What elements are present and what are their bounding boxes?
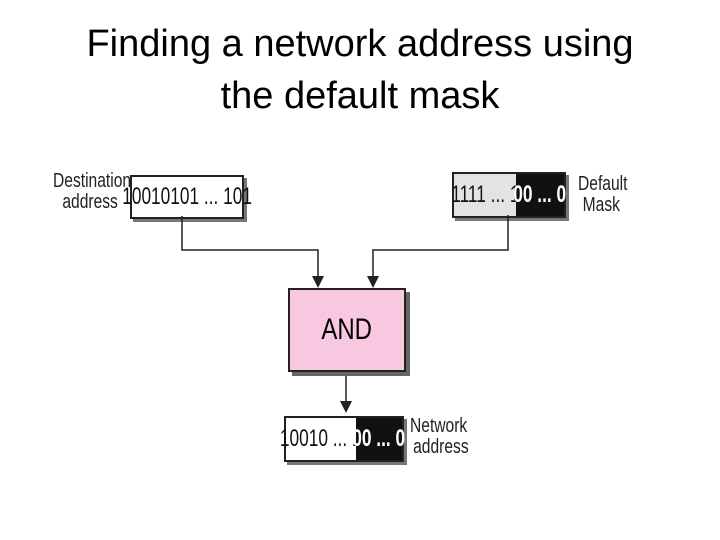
network-address-box: 10010 ... 1 00 ... 0 [280, 416, 405, 462]
network-label-line-2: address [413, 436, 469, 458]
default-mask-label: Default Mask [578, 174, 627, 216]
slide-title: Finding a network address using the defa… [0, 18, 720, 122]
mask-ones-segment: 1111 ... 1 [451, 174, 519, 216]
network-address-label: Network address [410, 416, 469, 458]
title-line-2: the default mask [220, 75, 500, 117]
destination-label: Destination address [53, 171, 131, 213]
destination-address-value: 10010101 ... 101 [122, 177, 252, 217]
destination-to-and-arrow [181, 216, 324, 288]
destination-label-line-1: Destination [53, 170, 132, 192]
and-operation-box: AND [288, 288, 406, 372]
mask-zeros-segment: 00 ... 0 [514, 174, 566, 216]
destination-address-box: 10010101 ... 101 [122, 175, 252, 219]
and-label: AND [321, 313, 373, 346]
default-mask-box: 1111 ... 1 00 ... 0 [451, 172, 566, 218]
network-label-line-1: Network [410, 415, 468, 437]
mask-label-line-1: Default [578, 173, 628, 195]
mask-to-and-arrow [367, 215, 509, 288]
mask-label-line-2: Mask [582, 194, 620, 216]
network-zeros-segment: 00 ... 0 [353, 418, 405, 460]
title-line-1: Finding a network address using [86, 23, 634, 65]
network-prefix-segment: 10010 ... 1 [280, 418, 362, 460]
destination-label-line-2: address [62, 191, 118, 213]
